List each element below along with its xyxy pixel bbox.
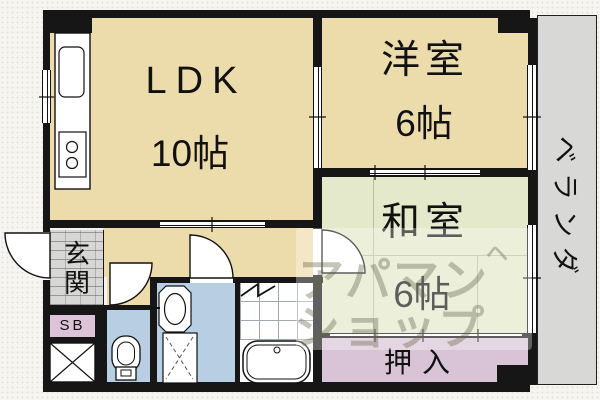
closet-label: 押入 (383, 347, 460, 378)
washroom-door-opening (190, 277, 233, 283)
kitchen-sink (58, 46, 85, 98)
watermark-mark: ヘ (486, 241, 511, 266)
japanese-room-door-opening (313, 229, 322, 275)
kitchen-counter (54, 32, 91, 190)
stove-burner (65, 140, 79, 154)
ldk-label: LDK (145, 59, 247, 102)
opening-ticks (39, 96, 541, 342)
watermark-backing (296, 228, 532, 350)
toilet-door-arc (109, 262, 153, 306)
western-room-size-label: 6帖 (395, 103, 453, 144)
wall (107, 305, 150, 310)
entrance-floor (50, 230, 103, 305)
western-room-floor (322, 18, 528, 168)
watermark-line2: ショップ (294, 302, 486, 354)
ldk-floor (50, 18, 313, 220)
wall (43, 10, 530, 18)
wall (43, 10, 50, 390)
shoebox-label: SB (59, 317, 86, 334)
japanese-room-label: 和室 (380, 201, 469, 244)
japanese-room-door-arc (321, 229, 366, 274)
watermark-line1: アパマン (298, 254, 490, 306)
wall-pillar (43, 18, 92, 33)
western-room-label: 洋室 (380, 39, 469, 82)
japanese-room-size-label: 6帖 (393, 274, 451, 315)
wall (235, 283, 240, 390)
wall (313, 228, 322, 390)
wall (232, 277, 323, 283)
tatami-line (477, 255, 478, 333)
wall (150, 277, 157, 390)
bathroom-bifold-door (240, 282, 276, 298)
washing-machine-pan (162, 332, 198, 384)
watermark: アパマン ヘ ショップ (290, 222, 540, 357)
ldk-size-label: 10帖 (150, 133, 230, 174)
wall (103, 230, 104, 306)
wall (50, 305, 95, 315)
wall (528, 18, 537, 385)
wall-pillar (498, 18, 528, 33)
shoebox-floor (50, 315, 95, 337)
washroom-door-arc (189, 234, 234, 279)
entrance-door-arc (4, 232, 51, 279)
japanese-room-window (527, 225, 537, 333)
tatami-line (322, 255, 528, 256)
veranda-floor (537, 15, 597, 385)
bathroom-tile-floor (240, 283, 313, 340)
wall-step (497, 365, 530, 382)
entrance-label: 玄関 (63, 238, 90, 298)
closet-floor (322, 338, 528, 382)
wall (157, 277, 190, 283)
washbasin (151, 285, 192, 333)
bathtub (242, 340, 311, 384)
closet-fusuma-door (330, 333, 522, 338)
wall (50, 337, 95, 343)
meter-box (49, 342, 96, 383)
wall (43, 382, 530, 392)
veranda-label: ベランダ (549, 136, 580, 284)
kitchen-stove (58, 131, 87, 178)
toilet (111, 335, 141, 381)
stove-burner (65, 156, 79, 170)
